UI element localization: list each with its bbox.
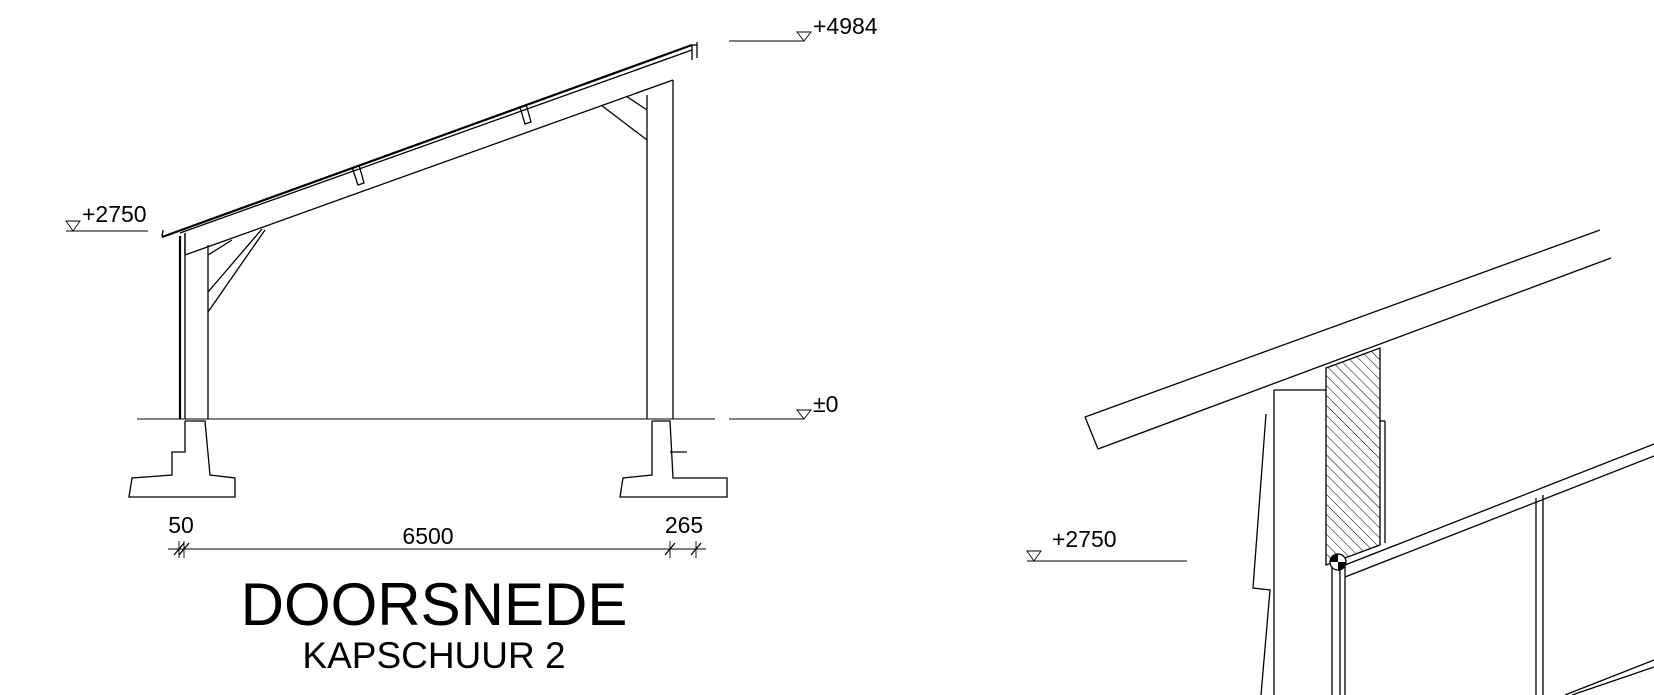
right-post (646, 80, 674, 419)
dim-right-label: 265 (665, 512, 703, 538)
dim-span-label: 6500 (402, 523, 453, 549)
level-marker-eave: +2750 (65, 201, 148, 232)
level-eave-label: +2750 (82, 201, 147, 227)
detail-level-marker-eave: +2750 (1026, 526, 1187, 562)
level-top-label: +4984 (813, 13, 878, 39)
detail-side-rafter (1344, 443, 1654, 695)
dimension-line: 50 6500 265 (168, 512, 706, 558)
level-marker-ground: ±0 (729, 391, 838, 420)
detail-level-eave-label: +2750 (1052, 526, 1117, 552)
purlins (351, 103, 532, 186)
detail-stud (1331, 560, 1346, 695)
detail-cladding (1252, 389, 1326, 695)
detail-pivot-marker (1329, 553, 1347, 571)
dim-left-label: 50 (168, 512, 194, 538)
left-footing (128, 420, 236, 498)
section-view: +4984 +2750 ±0 50 6500 265 D (65, 13, 878, 676)
detail-roof-board (1084, 229, 1612, 450)
drawing-title: DOORSNEDE (241, 571, 628, 638)
left-knee-brace (207, 228, 266, 313)
right-footing (619, 420, 728, 498)
drawing-subtitle: KAPSCHUUR 2 (302, 635, 565, 676)
left-post (178, 233, 209, 419)
roof-sheet (161, 42, 698, 239)
level-ground-label: ±0 (813, 391, 838, 417)
rafter (179, 49, 693, 256)
right-knee-brace (600, 95, 648, 141)
detail-view: +2750 (1026, 229, 1654, 695)
level-marker-top: +4984 (729, 13, 878, 42)
detail-hatched-post (1325, 347, 1386, 566)
